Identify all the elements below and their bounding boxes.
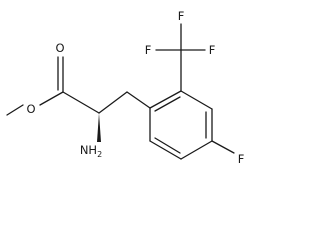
bond-ring-f [211, 140, 235, 154]
cf3-fluorine-top-label: F [178, 9, 185, 23]
ring-fluorine-label: F [238, 152, 245, 166]
bond-carbonyl-alpha [62, 91, 100, 114]
ring-bond-2 [180, 90, 213, 110]
bond-ch2-ring [126, 91, 151, 109]
ring-bond-4 [180, 140, 213, 160]
bond-alpha-ch2 [98, 91, 128, 114]
ester-oxygen-label: O [26, 102, 35, 116]
amine-nh: NH [80, 143, 97, 157]
ring-inner-double-1 [154, 96, 181, 112]
ring-bond-5 [149, 140, 182, 160]
ring-bond-1 [149, 90, 182, 109]
cf3-fluorine-left-label: F [145, 43, 152, 57]
bond-alpha-amine-wedge [97, 113, 101, 142]
ring-inner-double-3 [154, 137, 181, 154]
amine-label: NH2 [80, 143, 102, 159]
bond-methyl-o [6, 104, 24, 116]
carbonyl-oxygen-label: O [55, 41, 64, 55]
molecule-structure: O O NH2 F F F F [6, 9, 245, 166]
amine-subscript: 2 [97, 150, 102, 159]
cf3-fluorine-right-label: F [209, 43, 216, 57]
bond-o-carbonyl-c [39, 91, 64, 106]
